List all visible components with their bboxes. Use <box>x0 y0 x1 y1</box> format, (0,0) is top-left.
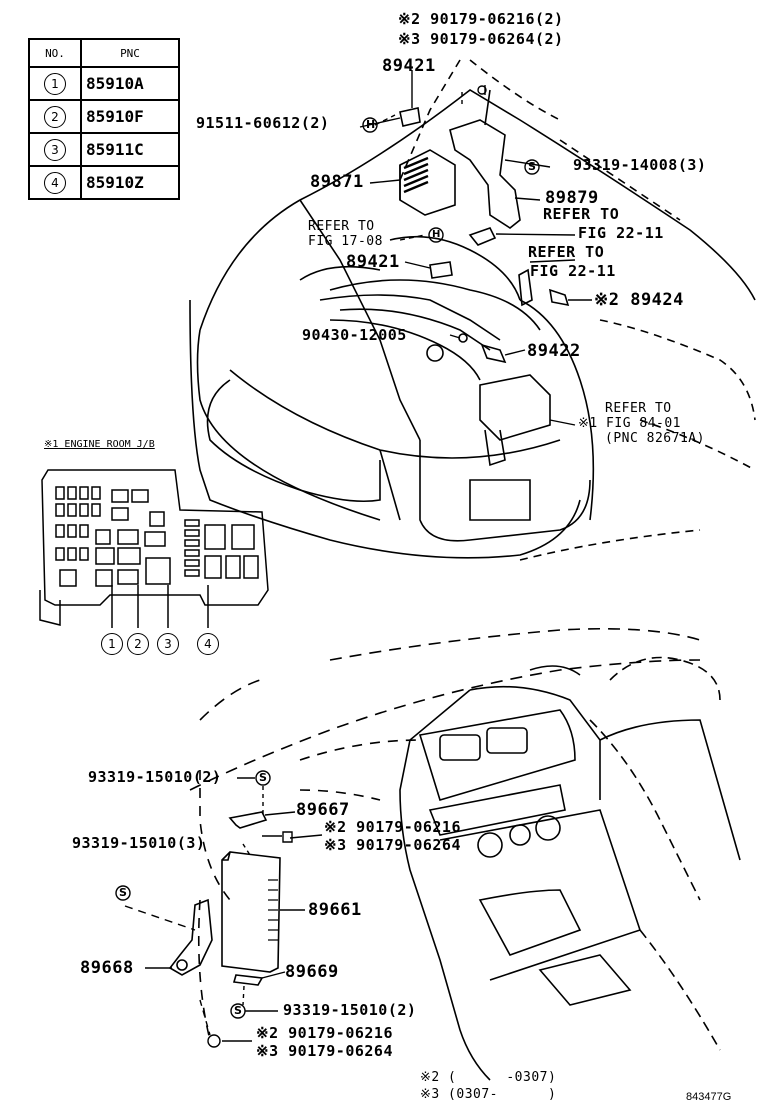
bolt-s-icon: S <box>119 886 127 899</box>
fastener-symbols <box>115 85 540 1048</box>
bracket-89667-drawing <box>228 811 268 829</box>
jb-callout-1: 1 <box>101 633 123 655</box>
bracket-89668-drawing <box>168 898 213 976</box>
part-89424: ※2 89424 <box>594 290 684 310</box>
label-top-note3: ※3 90179-06264(2) <box>398 30 564 48</box>
part-89421-mid: 89421 <box>346 252 400 272</box>
bolt-s-icon: S <box>528 160 536 173</box>
vehicle-front-outline <box>189 59 756 561</box>
row-pnc: 85910F <box>80 99 180 134</box>
part-89871: 89871 <box>310 172 364 192</box>
part-93319-15010-3: 93319-15010(3) <box>72 834 206 852</box>
row-number: 3 <box>44 138 66 161</box>
part-90430-12005: 90430-12005 <box>302 326 407 344</box>
bracket-89669-drawing <box>232 974 264 986</box>
table-row: 1 85910A <box>28 66 180 101</box>
header-no: NO. <box>28 38 82 68</box>
bracket-89879-drawing <box>449 89 521 229</box>
part-89669: 89669 <box>285 962 339 982</box>
refer-fig-22-11-a-line1: REFER TO <box>543 205 620 223</box>
dashboard-outline <box>189 627 741 1081</box>
sensor-drawings <box>399 107 570 467</box>
ecu-89871-drawing <box>399 149 456 216</box>
row-pnc: 85911C <box>80 132 180 167</box>
table-row: 3 85911C <box>28 132 180 167</box>
bolt-h-icon: H <box>366 118 376 131</box>
leader-lines-lower <box>124 777 323 1042</box>
refer-fig-17-08-line1: REFER TO <box>308 219 375 234</box>
refer-fig-22-11-b-line2: FIG 22-11 <box>530 262 616 280</box>
table-row: 4 85910Z <box>28 165 180 200</box>
row-pnc: 85910Z <box>80 165 180 200</box>
row-number: 1 <box>44 72 66 95</box>
part-90179-06216-bot: ※2 90179-06216 <box>256 1024 393 1042</box>
part-91511-60612: 91511-60612(2) <box>196 114 330 132</box>
part-93319-15010-2-top: 93319-15010(2) <box>88 768 222 786</box>
table-header-row: NO. PNC <box>28 38 180 68</box>
jb-callout-4: 4 <box>197 633 219 655</box>
label-top-note2: ※2 90179-06216(2) <box>398 10 564 28</box>
jb-callout-3: 3 <box>157 633 179 655</box>
refer-fig-22-11-b-line1: REFER TO <box>528 243 605 261</box>
ecu-89661-drawing <box>221 851 281 973</box>
part-90179-06264-mid: ※3 90179-06264 <box>324 836 461 854</box>
engine-room-jb-title: ※1 ENGINE ROOM J/B <box>44 439 155 450</box>
pnc-table: NO. PNC 1 85910A 2 85910F 3 85911C 4 859… <box>28 38 180 200</box>
row-number: 2 <box>44 105 66 128</box>
refer-fig-17-08-line2: FIG 17-08 <box>308 234 383 249</box>
bolt-s-icon: S <box>259 771 267 784</box>
row-number: 4 <box>44 171 66 194</box>
table-row: 2 85910F <box>28 99 180 134</box>
part-89668: 89668 <box>80 958 134 978</box>
part-89661: 89661 <box>308 900 362 920</box>
figure-code: 843477G <box>686 1091 732 1103</box>
leader-lines-upper <box>359 70 592 426</box>
part-93319-14008: 93319-14008(3) <box>573 156 707 174</box>
header-pnc: PNC <box>80 38 180 68</box>
engine-room-jb-drawing <box>39 469 269 628</box>
legend-note2: ※2 ( -0307) <box>420 1070 557 1085</box>
refer-fig-22-11-a-line2: FIG 22-11 <box>578 224 664 242</box>
legend-note3: ※3 (0307- ) <box>420 1087 557 1102</box>
part-89421-top: 89421 <box>382 56 436 76</box>
part-89422: 89422 <box>527 341 581 361</box>
bolt-s-icon: S <box>234 1004 242 1017</box>
refer-fig-84-01-line3: (PNC 82671A) <box>605 431 705 446</box>
jb-callout-2: 2 <box>127 633 149 655</box>
part-89667: 89667 <box>296 800 350 820</box>
refer-fig-84-01-line1: REFER TO <box>605 401 672 416</box>
part-89879: 89879 <box>545 188 599 208</box>
bolt-h-icon: H <box>432 229 441 240</box>
row-pnc: 85910A <box>80 66 180 101</box>
part-90179-06216-mid: ※2 90179-06216 <box>324 818 461 836</box>
part-93319-15010-2-bot: 93319-15010(2) <box>283 1001 417 1019</box>
refer-fig-84-01-line2: ※1 FIG 84-01 <box>578 416 681 431</box>
part-90179-06264-bot: ※3 90179-06264 <box>256 1042 393 1060</box>
